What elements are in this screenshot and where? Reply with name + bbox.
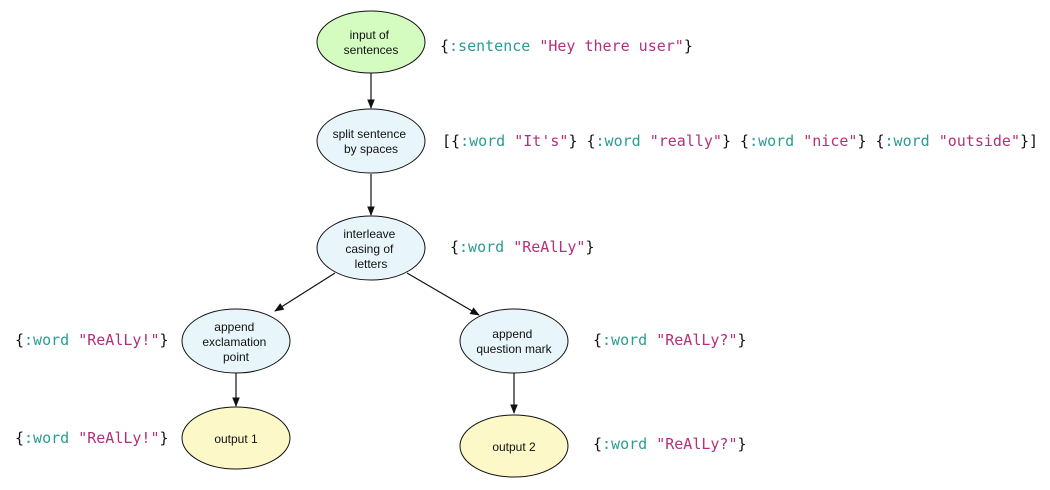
node-output-1: output 1	[181, 406, 291, 470]
svg-text:append exclamation: append exclamation point	[202, 320, 269, 364]
code-token: :word	[595, 132, 641, 150]
node-interleave-line-2: casing of	[345, 242, 394, 256]
code-token: "ReAlLy?"	[656, 331, 738, 349]
code-token: {	[593, 435, 603, 453]
code-token: }	[737, 435, 747, 453]
annotation-output-1: {:word "ReAlLy!"}	[15, 428, 169, 448]
annotation-interleave: {:word "ReAlLy"}	[450, 237, 595, 257]
code-token: } {	[857, 132, 885, 150]
node-interleave: interleave casing of letters	[316, 215, 426, 281]
code-token: :word	[24, 331, 70, 349]
code-token: }	[585, 238, 595, 256]
code-token	[930, 132, 939, 150]
node-split-line-1: split sentence	[333, 127, 407, 141]
code-token: "outside"	[938, 132, 1020, 150]
code-token: }	[683, 37, 693, 55]
node-split-line-2: by spaces	[344, 142, 398, 156]
node-interleave-line-1: interleave	[343, 227, 395, 241]
code-token: :word	[749, 132, 795, 150]
node-exclaim-line-2: exclamation	[202, 335, 266, 349]
code-token: {	[440, 37, 450, 55]
code-token: :word	[459, 238, 505, 256]
code-token	[641, 132, 650, 150]
annotation-split: [{:word "It's"} {:word "really"} {:word …	[442, 131, 1038, 151]
edge-interleave-to-question	[406, 272, 480, 316]
svg-text:split sentence by spaces: split sentence by spaces	[333, 127, 410, 156]
code-token: "ReAlLy"	[513, 238, 586, 256]
code-token: :word	[884, 132, 930, 150]
node-exclaim-line-1: append	[214, 320, 254, 334]
code-token	[647, 435, 656, 453]
annotation-input: {:sentence "Hey there user"}	[440, 36, 693, 56]
node-split: split sentence by spaces	[316, 108, 426, 174]
code-token: :word	[24, 429, 70, 447]
code-token: }	[737, 331, 747, 349]
code-token: {	[450, 238, 460, 256]
node-append-question: append question mark	[459, 308, 569, 374]
node-question-line-1: append	[492, 327, 532, 341]
node-input: input of sentences	[316, 10, 426, 74]
annotation-exclaim: {:word "ReAlLy!"}	[15, 330, 169, 350]
code-token: } {	[721, 132, 750, 150]
node-output1-label: output 1	[214, 432, 258, 446]
node-output2-label: output 2	[492, 440, 536, 454]
svg-text:append question mark: append question mark	[476, 327, 552, 356]
node-append-exclamation: append exclamation point	[181, 308, 291, 374]
code-token: }]	[1020, 132, 1039, 150]
annotation-question: {:word "ReAlLy?"}	[593, 330, 747, 350]
node-question-line-2: question mark	[476, 342, 552, 356]
code-token: :word	[602, 435, 648, 453]
node-output-2: output 2	[459, 414, 569, 478]
edge-interleave-to-exclaim	[274, 272, 336, 312]
code-token: {	[593, 331, 603, 349]
code-token	[505, 132, 514, 150]
code-token: }	[159, 429, 169, 447]
code-token	[530, 37, 539, 55]
svg-text:interleave casing of: interleave casing of letters	[343, 227, 398, 271]
code-token: "ReAlLy!"	[78, 331, 160, 349]
node-exclaim-line-3: point	[223, 350, 250, 364]
code-token: "ReAlLy!"	[78, 429, 160, 447]
code-token: "nice"	[803, 132, 858, 150]
code-token: "ReAlLy?"	[656, 435, 738, 453]
code-token: "It's"	[514, 132, 569, 150]
code-token: "Hey there user"	[539, 37, 684, 55]
code-token: } {	[568, 132, 596, 150]
code-token	[504, 238, 513, 256]
svg-text:output 2: output 2	[492, 440, 536, 454]
annotation-output-2: {:word "ReAlLy?"}	[593, 434, 747, 454]
code-token: {	[15, 331, 25, 349]
code-token: [{	[442, 132, 461, 150]
code-token: :word	[602, 331, 648, 349]
code-token	[794, 132, 803, 150]
svg-text:output 1: output 1	[214, 432, 258, 446]
code-token: }	[159, 331, 169, 349]
code-token: :word	[460, 132, 506, 150]
code-token	[647, 331, 656, 349]
code-token	[69, 429, 78, 447]
code-token: :sentence	[449, 37, 531, 55]
code-token: "really"	[649, 132, 722, 150]
svg-text:input of sentences: input of sentences	[344, 28, 399, 57]
code-token: {	[15, 429, 25, 447]
node-interleave-line-3: letters	[355, 257, 388, 271]
node-input-line-1: input of	[350, 28, 390, 42]
node-input-line-2: sentences	[344, 43, 399, 57]
code-token	[69, 331, 78, 349]
